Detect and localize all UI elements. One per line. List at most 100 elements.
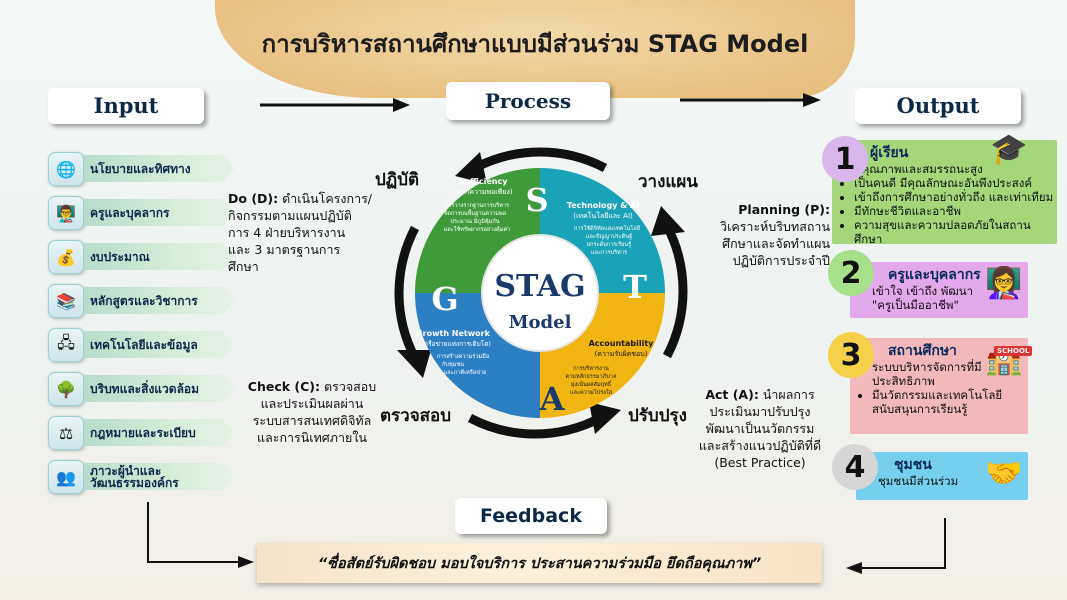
input-item: 💰งบประมาณ xyxy=(48,240,235,274)
act-line: (Best Practice) xyxy=(714,455,806,470)
check-title: Check (C): xyxy=(247,379,320,394)
graduate-icon: 🎓 xyxy=(990,132,1028,167)
cycle-arrowhead-top xyxy=(455,152,487,184)
letter-s: S xyxy=(525,181,548,219)
do-line: และ 3 มาตรฐานการ xyxy=(228,242,341,257)
arrow-process-output xyxy=(680,93,821,107)
school-badge: SCHOOL xyxy=(994,346,1033,356)
growth-title: Growth Network xyxy=(416,329,490,338)
check-description: Check (C): ตรวจสอบ และประเมินผลผ่าน ระบบ… xyxy=(242,378,382,446)
accountability-subtitle: (ความรับผิดชอบ) xyxy=(595,350,648,358)
technology-line: และปัญญาประดิษฐ์ xyxy=(586,232,632,240)
teacher-icon: 👨‍🏫 xyxy=(48,196,84,230)
process-header: Process xyxy=(446,82,610,120)
do-line: ดำเนินโครงการ/ xyxy=(282,191,373,206)
sufficiency-line: และใช้ทรัพยากรอย่างคุ้มค่า xyxy=(444,226,511,233)
plan-line: ศึกษาและจัดทำแผน xyxy=(722,236,830,251)
technology-title: Technology & AI xyxy=(567,201,639,210)
leadership-icon: 👥 xyxy=(48,460,84,494)
sufficiency-line: จัดการบนพื้นฐานความพอ xyxy=(444,209,506,217)
page-title: การบริหารสถานศึกษาแบบมีส่วนร่วม STAG Mod… xyxy=(261,30,809,58)
coins-icon: 💰 xyxy=(48,240,84,274)
technology-line: ยกระดับการเรียนรู้ xyxy=(587,241,631,248)
growth-subtitle: (เครือข่ายแห่งการเติบโต) xyxy=(419,340,491,348)
accountability-line: ตามหลักธรรมาภิบาล xyxy=(565,373,616,380)
input-item-label: บริบทและสิ่งแวดล้อม xyxy=(84,375,235,402)
cycle-arrow-bottom xyxy=(467,414,603,439)
act-line: และสร้างแนวปฏิบัติที่ดี xyxy=(698,438,822,453)
cycle-arrow-top xyxy=(472,147,608,172)
output-heading: สถานศึกษา xyxy=(888,343,957,359)
center-subtitle: Model xyxy=(509,312,572,333)
environment-icon: 🌳 xyxy=(48,372,84,406)
act-line: นำผลการ xyxy=(762,387,815,402)
growth-line: การสร้างความร่วมมือ xyxy=(437,353,489,360)
accountability-title: Accountability xyxy=(589,339,655,348)
output-item: เป็นคนดี มีคุณลักษณะอันพึงประสงค์ xyxy=(854,176,1057,190)
act-line: พัฒนาเป็นนวัตกรรม xyxy=(705,421,815,436)
do-title: Do (D): xyxy=(228,191,279,206)
input-item: 🌐นโยบายและทิศทาง xyxy=(48,152,235,186)
feedback-header: Feedback xyxy=(455,498,607,534)
community-hands-icon: 🤝 xyxy=(985,456,1023,491)
growth-line: และภาคีเครือข่าย xyxy=(444,369,487,376)
letter-t: T xyxy=(623,268,647,306)
output-box: ชุมชนชุมชนมีส่วนร่วม xyxy=(856,452,1028,500)
tech-network-icon: 🖧 xyxy=(48,328,84,362)
output-heading: ครูและบุคลากร xyxy=(888,267,981,283)
teacher-board-icon: 👩‍🏫 xyxy=(985,266,1023,301)
output-number: 1 xyxy=(822,136,868,182)
accountability-line: และความโปร่งใส xyxy=(570,388,613,396)
output-item: เข้าถึงการศึกษาอย่างทั่วถึง และเท่าเทียม xyxy=(854,190,1057,204)
arrow-input-process xyxy=(260,98,410,112)
letter-g: G xyxy=(431,280,458,318)
act-line: ประเมินมาปรับปรุง xyxy=(709,404,811,419)
phase-act-label: ปรับปรุง xyxy=(628,406,687,426)
plan-line: ปฏิบัติการประจำปี xyxy=(732,253,830,268)
output-box: ผู้เรียนมีคุณภาพและสมรรถนะสูงเป็นคนดี มี… xyxy=(832,140,1057,246)
phase-check-label: ตรวจสอบ xyxy=(380,406,452,426)
gavel-icon: ⚖ xyxy=(48,416,84,450)
feedback-quote: “ซื่อสัตย์รับผิดชอบ มอบใจบริการ ประสานคว… xyxy=(317,556,762,572)
globe-document-icon: 🌐 xyxy=(48,152,84,186)
output-item: เข้าใจ เข้าถึง พัฒนา "ครูเป็นมืออาชีพ" xyxy=(872,284,1028,312)
cycle-arrow-left xyxy=(394,225,419,361)
feedback-arrow-left xyxy=(147,502,254,568)
check-line: และประเมินผลผ่าน xyxy=(260,396,364,411)
cycle-arrowhead-bottom xyxy=(589,402,621,434)
technology-line: การใช้ดิจิทัลและเทคโนโลยี xyxy=(574,224,640,232)
input-item-label: กฎหมายและระเบียบ xyxy=(84,419,235,446)
check-line: ตรวจสอบ xyxy=(323,379,377,394)
plan-line: วิเคราะห์บริบทสถาน xyxy=(720,219,830,234)
output-header: Output xyxy=(855,88,1021,124)
input-item: 👨‍🏫ครูและบุคลากร xyxy=(48,196,235,230)
plan-title: Planning (P): xyxy=(738,202,830,217)
input-item: 🖧เทคโนโลยีและข้อมูล xyxy=(48,328,235,362)
output-number: 4 xyxy=(832,444,878,490)
output-item: ระบบบริหารจัดการที่มีประสิทธิภาพ xyxy=(872,360,1028,388)
cycle-arrow-right xyxy=(663,223,688,359)
cycle-arrowhead-right xyxy=(651,206,685,236)
output-heading: ชุมชน xyxy=(894,457,932,473)
accountability-line: การบริหารงาน xyxy=(573,365,609,372)
output-item: มีคุณภาพและสมรรถนะสูง xyxy=(854,162,1057,176)
output-number: 3 xyxy=(828,332,874,378)
do-line: ศึกษา xyxy=(228,259,259,274)
technology-subtitle: (เทคโนโลยีและ AI) xyxy=(573,211,633,220)
center-title: STAG xyxy=(494,269,585,304)
feedback-bar xyxy=(257,543,822,583)
output-item: มีทักษะชีวิตและอาชีพ xyxy=(854,204,1057,218)
act-description: Act (A): นำผลการ ประเมินมาปรับปรุง พัฒนา… xyxy=(690,386,830,471)
act-title: Act (A): xyxy=(705,387,759,402)
plan-description: Planning (P): วิเคราะห์บริบทสถาน ศึกษาแล… xyxy=(700,201,830,269)
input-item-label: เทคโนโลยีและข้อมูล xyxy=(84,331,235,358)
output-box: สถานศึกษาระบบบริหารจัดการที่มีประสิทธิภา… xyxy=(850,338,1028,434)
input-item-label: นโยบายและทิศทาง xyxy=(84,155,235,182)
phase-plan-label: วางแผน xyxy=(638,172,698,192)
check-line: ระบบสารสนเทศดิจิทัล xyxy=(252,413,372,428)
stag-cycle-diagram: STAG Model S T A G Sufficiency (หลักความ… xyxy=(394,147,688,439)
sufficiency-subtitle: (หลักความพอเพียง) xyxy=(453,188,512,196)
phase-do-label: ปฏิบัติ xyxy=(375,170,420,190)
cycle-arrowhead-left xyxy=(397,350,431,378)
center-circle xyxy=(481,234,599,352)
